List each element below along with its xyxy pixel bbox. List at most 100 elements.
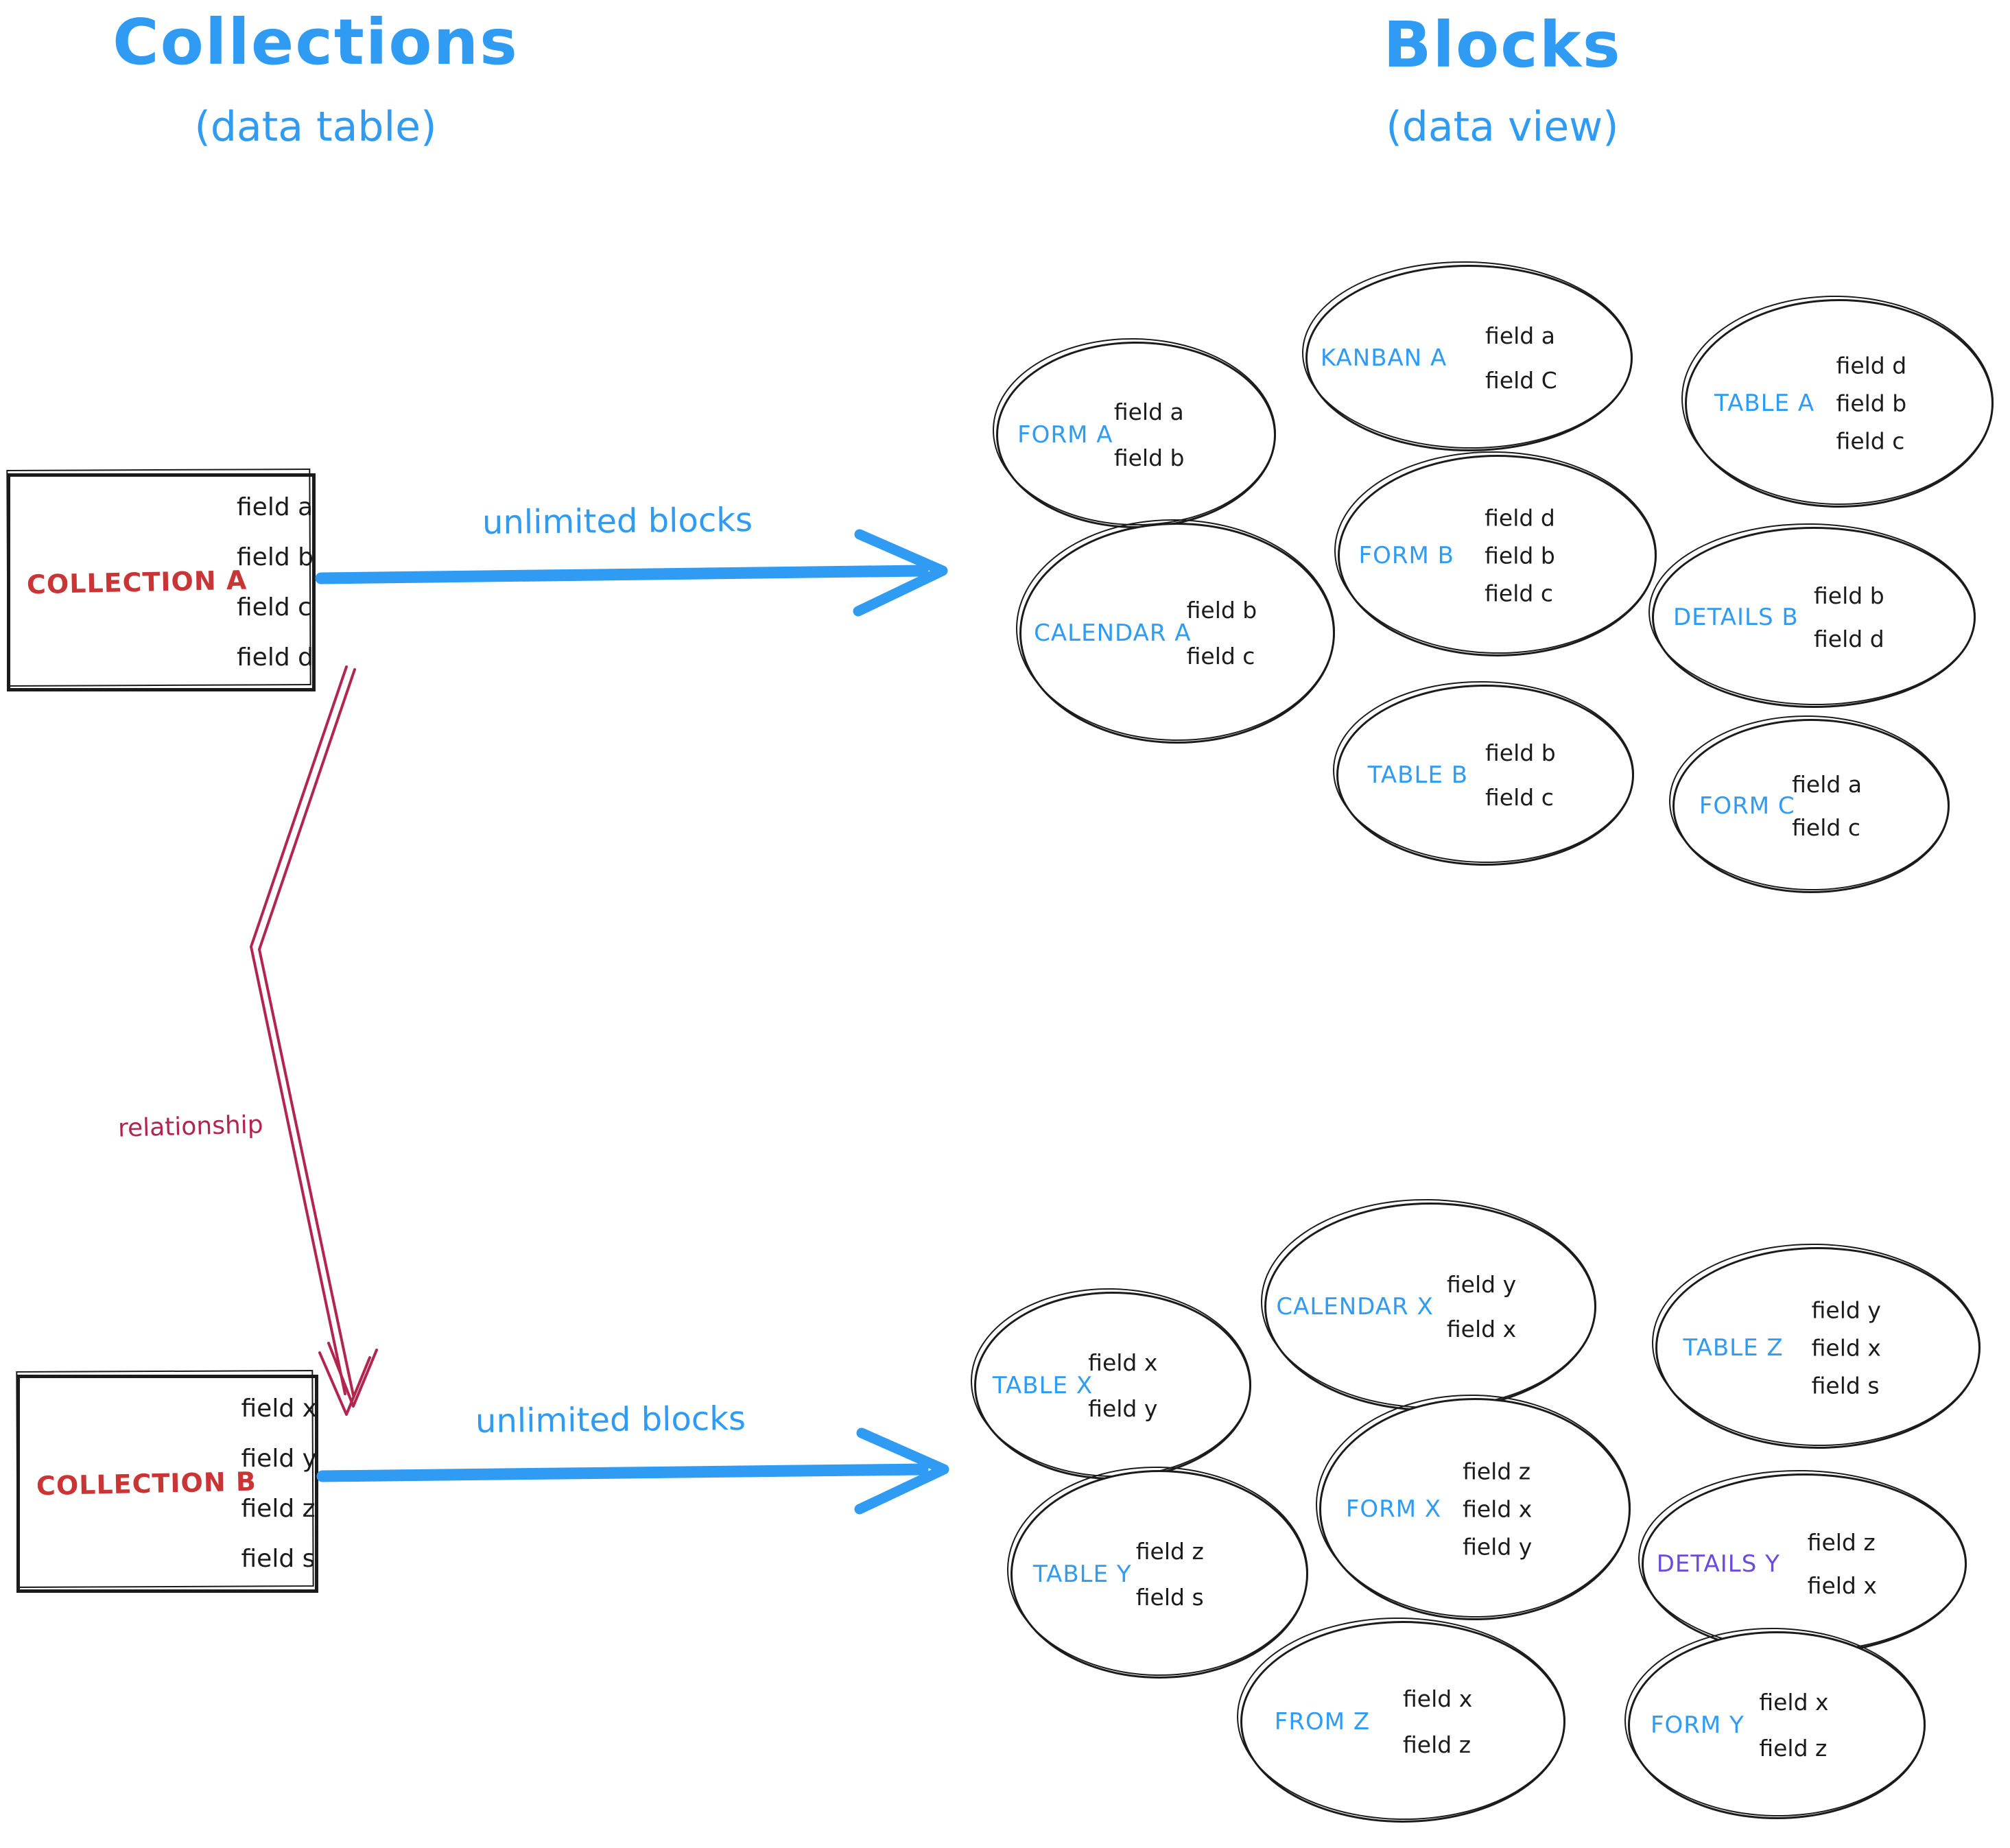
block-fields: field z field x <box>1808 1529 1877 1599</box>
field: field z <box>1759 1735 1828 1762</box>
block-fields: field a field b <box>1114 399 1185 471</box>
block-label: FORM Y <box>1650 1711 1745 1739</box>
block-fields: field y field x <box>1447 1271 1516 1342</box>
field: field x <box>1403 1685 1473 1712</box>
field: field s <box>1811 1372 1880 1399</box>
collections-title: Collections <box>113 5 519 79</box>
field: field x <box>1088 1349 1158 1376</box>
field: field z <box>241 1495 316 1523</box>
field: field c <box>1792 814 1860 841</box>
field: field c <box>1485 784 1554 811</box>
block-fields: field d field b field c <box>1485 505 1555 607</box>
block-label: DETAILS B <box>1672 604 1799 631</box>
block-fields: field b field d <box>1814 582 1884 652</box>
block-fields: field z field x field y <box>1463 1458 1532 1561</box>
block-fields: field b field c <box>1485 739 1556 811</box>
field: field c <box>237 593 311 621</box>
block-label: FROM Z <box>1274 1708 1371 1736</box>
block-fields: field a field C <box>1485 322 1557 394</box>
field: field x <box>1446 1316 1517 1342</box>
block-label: TABLE Y <box>1032 1561 1132 1588</box>
block-label: TABLE Z <box>1683 1334 1784 1362</box>
block-fields: field a field c <box>1792 771 1862 841</box>
block-details-b: DETAILS B field b field d <box>1652 527 1976 708</box>
field: field z <box>1403 1731 1471 1758</box>
block-fields: field x field y <box>1088 1349 1157 1422</box>
collection-a-box: COLLECTION A field a field b field c fie… <box>7 473 316 691</box>
block-table-b: TABLE B field b field c <box>1336 685 1634 866</box>
block-fields: field z field s <box>1136 1538 1204 1611</box>
block-label: FORM X <box>1345 1495 1442 1523</box>
block-details-y: DETAILS Y field z field x <box>1642 1473 1967 1655</box>
block-label: TABLE B <box>1367 761 1469 789</box>
field: field a <box>1485 322 1555 349</box>
block-fields: field x field z <box>1403 1685 1472 1758</box>
block-form-c: FORM C field a field c <box>1672 719 1950 893</box>
block-table-a: TABLE A field d field b field c <box>1685 299 1994 508</box>
block-label: CALENDAR A <box>1034 619 1192 647</box>
field: field b <box>1836 390 1907 417</box>
block-label: KANBAN A <box>1320 344 1447 372</box>
collections-subtitle: (data table) <box>194 103 437 151</box>
field: field d <box>1836 352 1907 379</box>
block-table-z: TABLE Z field y field x field s <box>1655 1247 1981 1449</box>
field: field x <box>1463 1495 1533 1523</box>
field: field s <box>241 1545 316 1573</box>
field: field b <box>1485 542 1555 569</box>
field: field b <box>1186 597 1257 624</box>
block-form-y: FORM Y field x field z <box>1628 1631 1926 1819</box>
block-calendar-a: CALENDAR A field b field c <box>1019 523 1335 744</box>
field: field c <box>1836 427 1905 455</box>
field: field c <box>1186 643 1255 670</box>
block-fields: field b field c <box>1187 597 1257 670</box>
field: field x <box>1759 1689 1829 1716</box>
block-label: TABLE A <box>1714 390 1815 417</box>
block-calendar-x: CALENDAR X field y field x <box>1264 1203 1596 1411</box>
block-label: FORM A <box>1017 421 1113 449</box>
block-fields: field x field z <box>1759 1689 1828 1762</box>
field: field b <box>237 543 314 571</box>
block-fields: field y field x field s <box>1812 1297 1881 1399</box>
collection-b-box: COLLECTION B field x field y field z fie… <box>16 1375 318 1593</box>
field: field b <box>1814 582 1884 609</box>
field: field d <box>1485 504 1555 532</box>
collection-b-fields: field x field y field z field s <box>241 1395 317 1573</box>
block-form-x: FORM X field z field x field y <box>1319 1398 1631 1620</box>
field: field y <box>1811 1296 1881 1324</box>
unlimited-blocks-label-a: unlimited blocks <box>482 500 753 543</box>
field: field y <box>241 1445 317 1473</box>
field: field d <box>237 643 314 672</box>
block-label: DETAILS Y <box>1656 1550 1780 1578</box>
collection-a-label: COLLECTION A <box>26 565 248 600</box>
block-table-x: TABLE X field x field y <box>974 1292 1251 1480</box>
block-form-b: FORM B field d field b field c <box>1338 455 1657 656</box>
block-label: CALENDAR X <box>1276 1293 1434 1320</box>
field: field x <box>241 1395 317 1423</box>
field: field a <box>1792 771 1863 798</box>
field: field y <box>1446 1271 1517 1298</box>
block-from-z: FROM Z field x field z <box>1240 1621 1565 1823</box>
blocks-subtitle: (data view) <box>1386 103 1619 151</box>
field: field x <box>1811 1334 1881 1362</box>
field: field y <box>1463 1533 1533 1561</box>
block-kanban-a: KANBAN A field a field C <box>1305 265 1633 451</box>
field: field s <box>1135 1584 1204 1611</box>
arrow-relationship <box>250 665 378 1416</box>
collection-b-label: COLLECTION B <box>36 1466 257 1502</box>
field: field z <box>1463 1458 1531 1485</box>
unlimited-blocks-label-b: unlimited blocks <box>475 1399 746 1441</box>
relationship-label: relationship <box>117 1111 264 1143</box>
block-label: FORM B <box>1358 542 1454 569</box>
field: field a <box>1113 399 1184 425</box>
field: field x <box>1807 1572 1877 1599</box>
field: field a <box>237 493 314 521</box>
blocks-title: Blocks <box>1383 8 1622 82</box>
field: field z <box>1807 1529 1876 1556</box>
block-fields: field d field b field c <box>1836 353 1907 455</box>
collection-a-fields: field a field b field c field d <box>237 493 314 672</box>
arrow-unlimited-a <box>315 529 948 617</box>
block-label: TABLE X <box>992 1372 1093 1399</box>
field: field c <box>1485 580 1553 607</box>
field: field b <box>1113 445 1185 471</box>
